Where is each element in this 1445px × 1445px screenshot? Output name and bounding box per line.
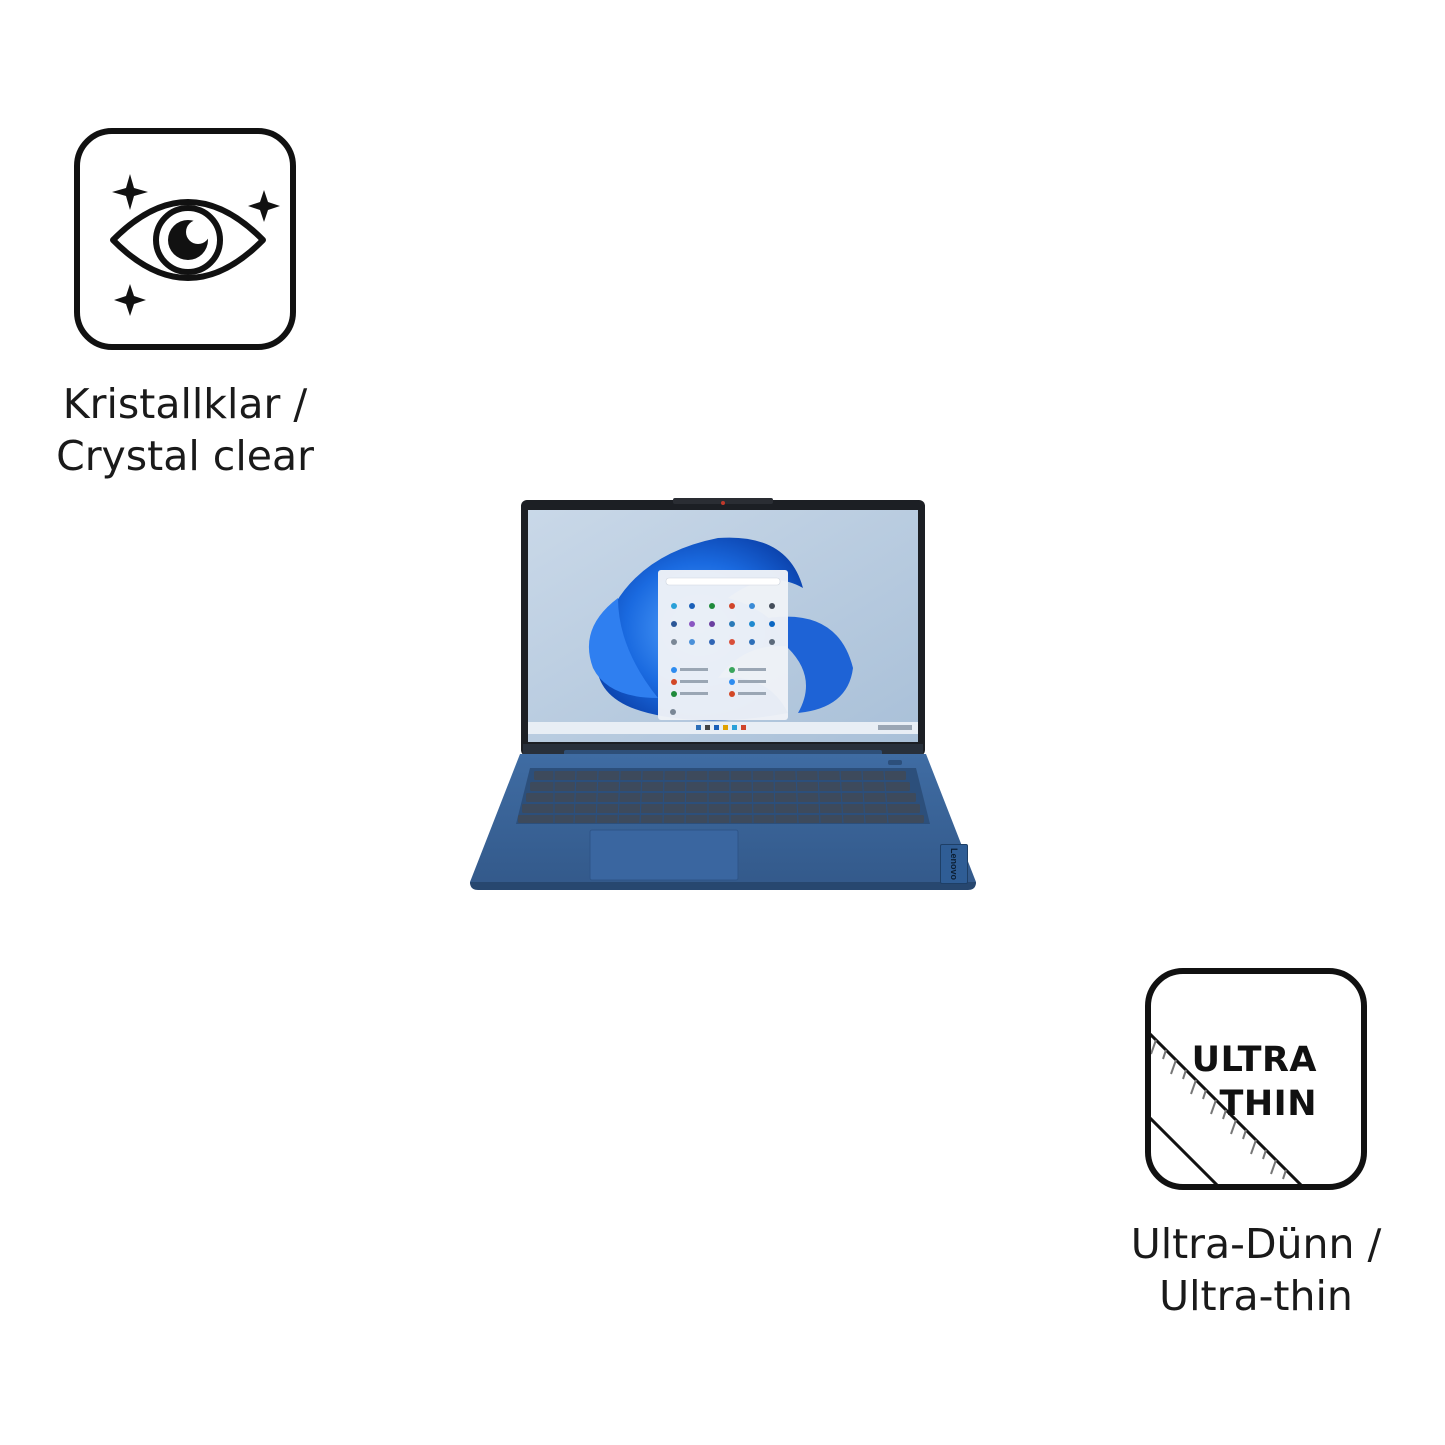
eye-sparkle-icon	[110, 174, 280, 316]
crystal-clear-label-en: Crystal clear	[56, 432, 314, 480]
ruler-edge-bottom	[1151, 1116, 1219, 1184]
sparkle-icon-bottom-left	[114, 284, 146, 316]
thin-badge-text: THIN	[1219, 1084, 1317, 1124]
crystal-clear-label-de: Kristallklar /	[62, 380, 308, 428]
lenovo-logo-text: Lenovo	[949, 847, 959, 881]
taskbar-icons	[696, 725, 746, 730]
ruler-icon	[1151, 1032, 1303, 1184]
feature-ultra-thin: ULTRA THIN Ultra-Dünn / Ultra-thin	[1106, 968, 1406, 1322]
ultra-thin-label-en: Ultra-thin	[1159, 1272, 1353, 1320]
ultra-badge-text: ULTRA	[1191, 1040, 1317, 1080]
eye-iris	[153, 205, 223, 275]
ultra-thin-label: Ultra-Dünn / Ultra-thin	[1131, 1218, 1382, 1322]
start-search-bar	[665, 577, 781, 586]
start-recommended	[671, 667, 766, 697]
power-button	[888, 760, 902, 765]
keyboard-keys	[518, 771, 924, 823]
start-pinned-apps	[671, 603, 775, 645]
touchpad	[589, 829, 739, 881]
ultra-thin-label-de: Ultra-Dünn /	[1130, 1220, 1382, 1268]
sparkle-icon-top-left	[112, 174, 148, 210]
lenovo-logo: Lenovo	[940, 844, 968, 884]
eye-outline	[110, 199, 266, 281]
crystal-clear-badge	[74, 128, 296, 350]
ruler-ticks	[1151, 1039, 1287, 1180]
laptop-illustration	[470, 498, 976, 890]
laptop-product-image	[468, 498, 978, 890]
ultra-thin-badge: ULTRA THIN	[1145, 968, 1367, 1190]
system-tray	[878, 725, 912, 730]
keyboard-key-gaps	[553, 770, 889, 825]
crystal-clear-label: Kristallklar / Crystal clear	[56, 378, 314, 482]
eye-highlight	[186, 220, 210, 244]
ruler-edge-top	[1151, 1032, 1303, 1184]
sparkle-icon-top-right	[248, 190, 280, 222]
webcam-icon	[721, 501, 725, 505]
user-avatar-icon	[670, 709, 676, 715]
feature-crystal-clear: Kristallklar / Crystal clear	[40, 128, 330, 482]
start-menu	[658, 570, 788, 720]
deck-front-edge	[470, 882, 976, 890]
